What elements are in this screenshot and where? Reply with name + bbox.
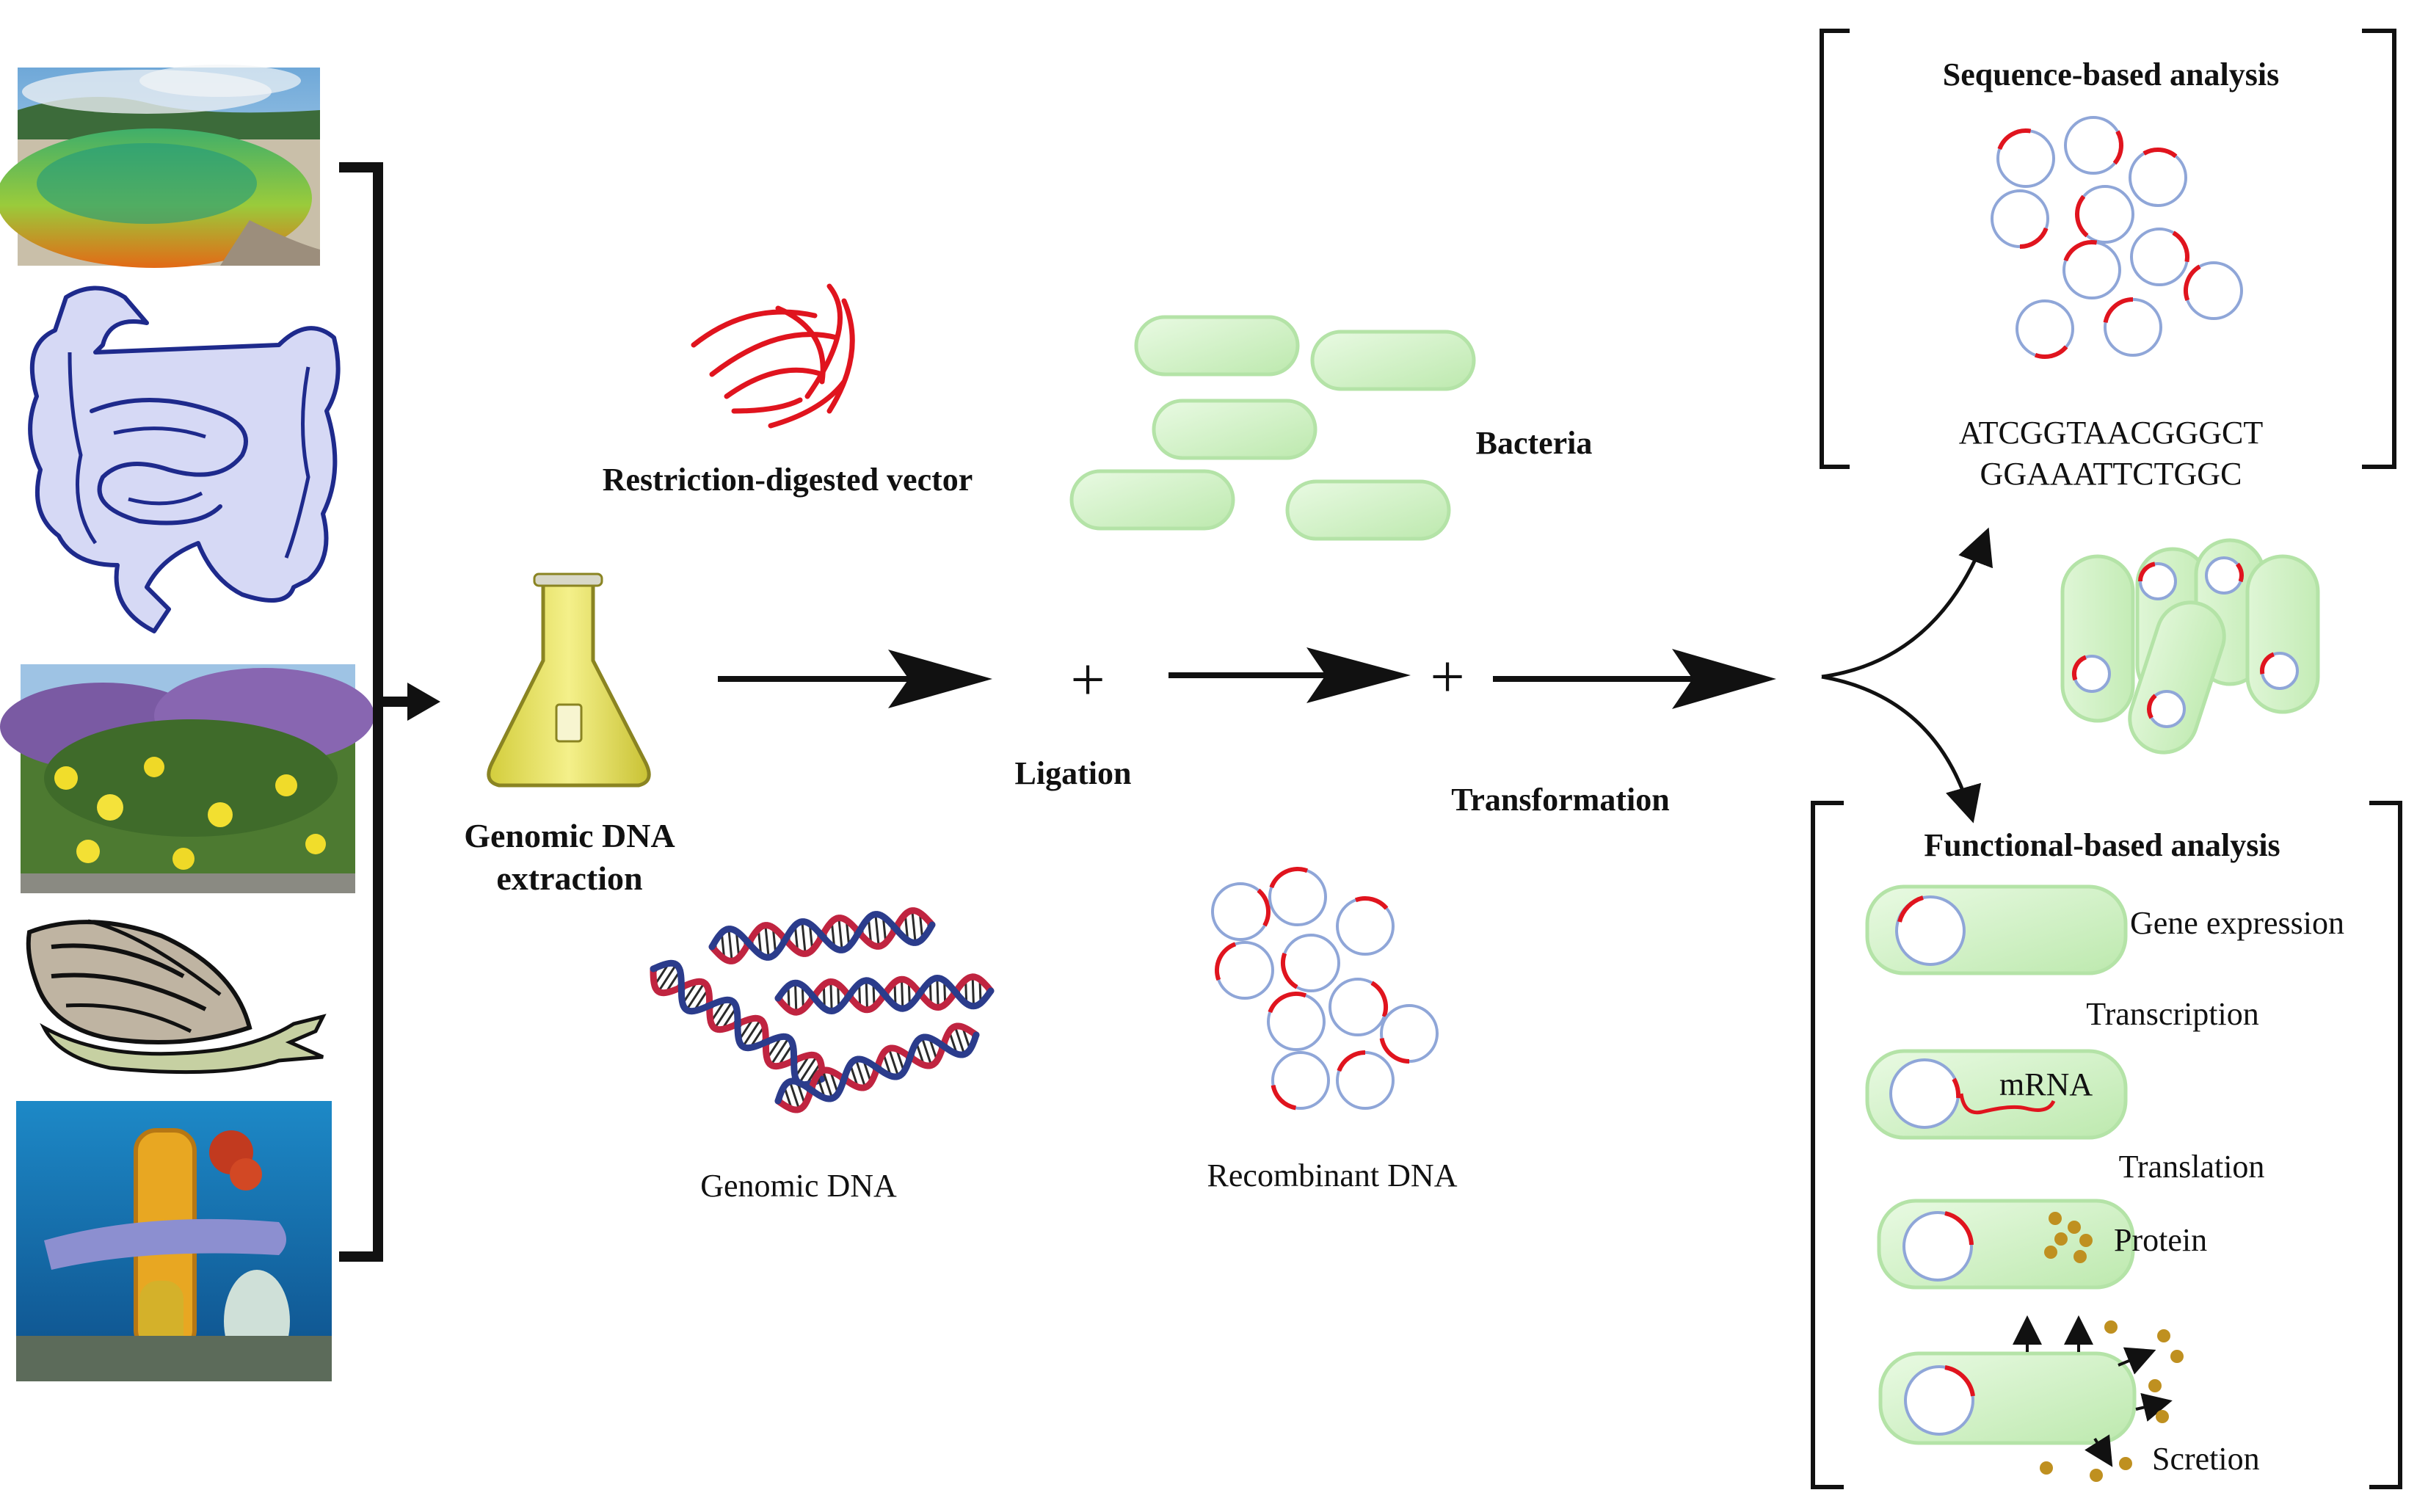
plasmid [1379,1004,1439,1064]
erlenmeyer-flask-icon: Genomic DNA extraction [464,573,675,897]
transformed-bacteria [2060,538,2320,755]
sequence-based-panel: Sequence-based analysis ATCGGTAACGGGCT G… [1820,29,2396,492]
main-flow: + + Ligation Transformation [718,643,1776,818]
plasmid [1329,978,1388,1036]
transcription-label: Transcription [2086,996,2259,1032]
plasmid [2130,228,2189,286]
bacteria-label: Bacteria [1476,425,1593,461]
sequence-line-2: GGAAATTCTGGC [1980,456,2242,492]
genomic-dna-label: Genomic DNA [700,1168,897,1204]
recombinant-label: Recombinant DNA [1207,1157,1458,1193]
plasmid [1281,934,1340,992]
bacterium [2060,554,2135,723]
dna-helix [650,959,826,1088]
hot-spring-photo [0,65,320,268]
plasmid [1267,992,1326,1051]
plasmid [1268,867,1327,926]
plasmid [1996,128,2055,188]
recombinant-plasmids [1211,867,1439,1111]
bacterium [1134,315,1300,377]
plasmid [2184,261,2243,320]
bacteria-group [1069,315,1476,541]
plasmid [1215,941,1274,1000]
plus-sign-1: + [1070,646,1105,714]
plasmid [2072,655,2111,693]
analysis-fork [1821,527,1993,824]
intestine-illustration [28,286,341,633]
extraction-label-line1: Genomic DNA [464,817,675,854]
plasmid [1991,189,2049,249]
source-images [0,65,374,1381]
sequence-panel-title: Sequence-based analysis [1943,57,2279,92]
plasmid [1902,1211,1973,1282]
source-bracket [339,162,440,1262]
plasmid [2062,240,2121,299]
plasmid [1211,882,1271,941]
arrow-head-icon [888,650,992,708]
gene-expression-label: Gene expression [2130,905,2344,941]
extraction-label-line2: extraction [496,859,642,897]
bacterium [1310,330,1476,391]
genomic-dna-helices [650,907,995,1113]
transformed-plasmids [2072,556,2299,728]
secretion-arrows [2013,1315,2173,1467]
bacterium [1069,469,1235,531]
functional-panel-title: Functional-based analysis [1924,827,2280,863]
plus-sign-2: + [1430,643,1464,711]
plasmid [2064,116,2123,175]
plasmid [2016,299,2074,359]
restriction-vector-fragments [691,283,855,429]
ligation-label: Ligation [1015,755,1132,791]
protein-label: Protein [2114,1222,2207,1258]
flowering-shrub-photo [0,664,374,893]
plasmid [2129,148,2187,207]
bacterium [1152,399,1317,460]
arrow-head-icon [1672,649,1776,709]
plasmid [2103,297,2162,357]
plasmid [1904,1365,1974,1436]
plasmid [2075,185,2134,244]
plasmid [1895,895,1966,966]
protein-dots [2044,1212,2093,1263]
plasmid [1336,1050,1395,1110]
secretion-label: Scretion [2152,1441,2260,1477]
snail-illustration [26,919,327,1075]
coral-reef-photo [16,1101,332,1381]
dna-helix [774,1022,980,1113]
mrna-label: mRNA [1999,1066,2093,1102]
sequence-plasmids [1991,116,2243,359]
bacterium [1285,479,1451,541]
arrow-head-icon [1306,647,1411,703]
plasmid [1271,1051,1330,1111]
dna-helix [708,907,936,964]
secreted-protein-dots [2040,1320,2184,1482]
translation-label: Translation [2119,1149,2265,1185]
plasmid [1336,896,1395,956]
plasmid [2147,690,2186,728]
transformation-label: Transformation [1451,782,1669,818]
plasmid [2205,556,2244,595]
sequence-line-1: ATCGGTAACGGGCT [1959,415,2264,451]
plasmid [2138,561,2177,600]
vector-label: Restriction-digested vector [603,462,973,498]
functional-based-panel: Functional-based analysis Gene expressio… [1811,801,2402,1489]
dna-helix [774,973,995,1016]
mrna-strand [1959,1093,2056,1115]
plasmid [1889,1058,1960,1129]
plasmid [2260,652,2299,690]
